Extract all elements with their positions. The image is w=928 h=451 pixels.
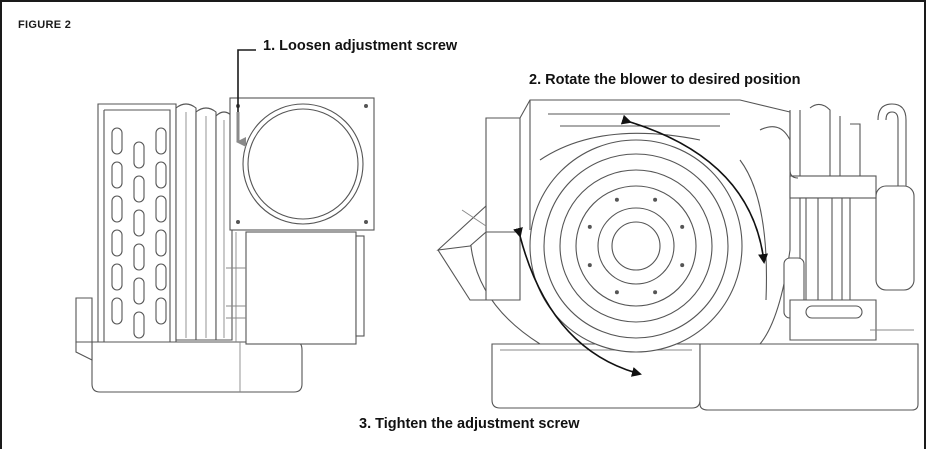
wheel-bolt — [614, 290, 619, 295]
right-drain-pan — [491, 343, 919, 411]
wheel-bolt — [653, 197, 658, 202]
coil-slot — [133, 243, 145, 271]
rotate-arrow-upper-icon — [620, 114, 769, 264]
coil-slot — [155, 229, 167, 257]
wheel-bolt — [587, 263, 592, 268]
left-drain-pan — [75, 297, 303, 393]
evaporator-coil — [97, 103, 233, 343]
side-view-unit — [75, 49, 375, 393]
step-1-callout: 1. Loosen adjustment screw — [263, 38, 458, 54]
coil-slot — [155, 263, 167, 291]
wheel-bolt — [653, 290, 658, 295]
blower-outlet-flange — [229, 97, 375, 231]
rotate-arrow-lower-icon — [513, 226, 642, 377]
wheel-bolt — [614, 197, 619, 202]
coil-slot — [111, 161, 123, 189]
step-1-leader-line — [237, 49, 256, 142]
blower-housing-perspective — [469, 99, 791, 353]
coil-slot — [133, 141, 145, 169]
step-2-callout: 2. Rotate the blower to desired position — [529, 72, 801, 88]
coil-slot — [155, 127, 167, 155]
coil-slot — [111, 263, 123, 291]
blower-housing-side — [226, 231, 365, 345]
compressor-assembly — [759, 103, 915, 341]
coil-slot — [155, 195, 167, 223]
coil-slot — [111, 297, 123, 325]
wheel-bolt — [680, 224, 685, 229]
wheel-bolt — [587, 224, 592, 229]
step-3-callout: 3. Tighten the adjustment screw — [359, 416, 580, 432]
coil-slot — [155, 297, 167, 325]
perspective-view-unit — [436, 99, 919, 411]
figure-label: FIGURE 2 — [18, 19, 72, 31]
coil-slot — [111, 195, 123, 223]
wheel-bolt — [680, 263, 685, 268]
coil-slot — [111, 127, 123, 155]
coil-slot — [111, 229, 123, 257]
coil-slot — [133, 209, 145, 237]
coil-slot — [133, 311, 145, 339]
coil-slot — [133, 175, 145, 203]
coil-slot — [133, 277, 145, 305]
coil-slot — [155, 161, 167, 189]
